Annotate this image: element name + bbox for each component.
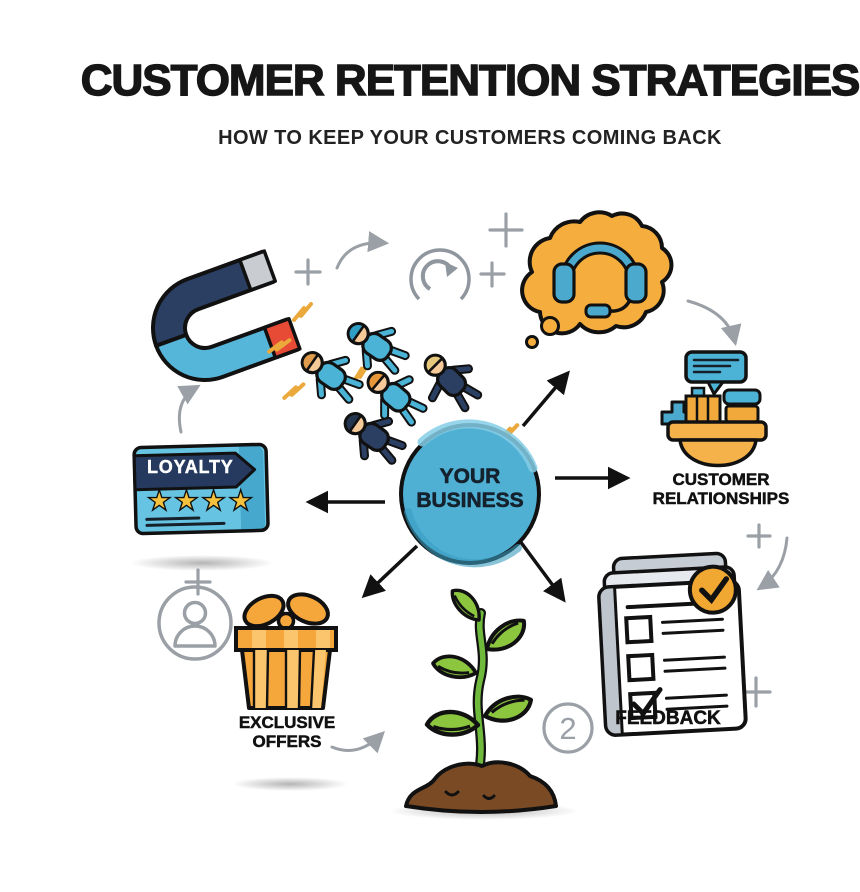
sprout-plant-icon (404, 588, 558, 814)
customer-retention-infographic: CUSTOMER RETENTION STRATEGIES HOW TO KEE… (40, 16, 860, 876)
seal-check (699, 576, 730, 605)
loyalty-banner (132, 451, 257, 492)
step-2-badge-circle (542, 702, 594, 754)
lightning-icon (282, 382, 306, 400)
customer-relationships-line2: RELATIONSHIPS (652, 489, 790, 509)
exclusive-offers-line2: OFFERS (252, 732, 322, 752)
plus-decorations (184, 212, 772, 708)
chat-basket-icon (660, 350, 768, 468)
arrow-to-feedback (515, 535, 566, 603)
lightning-icon (351, 361, 371, 384)
speech-tail (706, 380, 725, 396)
center-arrows (305, 370, 631, 603)
card-lines (145, 516, 226, 527)
checkbox-check (631, 687, 663, 718)
headset-icon (552, 241, 648, 319)
magnet-icon (151, 249, 302, 382)
center-circle (399, 419, 541, 568)
plus-icon (294, 258, 322, 286)
arrow-to-support (521, 370, 570, 428)
loyalty-stars: ★★★★ (146, 484, 256, 516)
exclusive-offers-label: EXCLUSIVE OFFERS (217, 713, 357, 752)
page-subtitle: HOW TO KEEP YOUR CUSTOMERS COMING BACK (218, 127, 722, 149)
plus-icon (479, 261, 506, 288)
gift-box-icon (234, 592, 338, 710)
infographic-artwork (130, 210, 789, 820)
loyalty-card-label: LOYALTY (147, 457, 234, 477)
step-2-badge: 2 (559, 711, 577, 746)
customer-relationships-label: CUSTOMER RELATIONSHIPS (636, 470, 806, 509)
arrow-to-offers (361, 544, 419, 599)
feedback-label: FEEDBACK (615, 708, 721, 729)
check-seal (687, 564, 738, 615)
refresh-cycle-icon (409, 248, 471, 301)
plus-icon (488, 212, 524, 248)
checklist-clipboard-icon (597, 551, 748, 737)
person-figure (423, 353, 483, 413)
plus-icon (746, 523, 772, 549)
bubble-dot (540, 316, 560, 336)
people-group-icon (300, 322, 483, 465)
plus-icon (740, 676, 772, 708)
loyalty-card-icon (132, 442, 270, 536)
bubble-dot (525, 335, 539, 349)
checkboxes (624, 614, 658, 721)
person-figure (300, 351, 364, 404)
center-node-label: YOUR BUSINESS (385, 465, 555, 512)
user-circle-icon (157, 585, 233, 661)
flow-arrows (177, 231, 789, 754)
person-figure (366, 370, 428, 427)
plus-icon (184, 568, 212, 596)
customer-relationships-line1: CUSTOMER (672, 470, 770, 490)
center-node-line2: BUSINESS (416, 488, 524, 512)
curved-arrow-bubble-to-relationships (686, 299, 742, 347)
center-node-line1: YOUR (439, 465, 501, 489)
person-figure (346, 322, 410, 375)
curved-arrow-offers-to-plant (330, 731, 385, 754)
headset-thought-bubble-icon (520, 210, 674, 349)
page-title: CUSTOMER RETENTION STRATEGIES (80, 55, 860, 105)
soil-mound (404, 760, 558, 814)
curved-arrow-loyalty-to-magnet (177, 384, 201, 434)
exclusive-offers-line1: EXCLUSIVE (238, 713, 336, 733)
curved-arrow-relationships-to-feedback (756, 536, 789, 591)
person-figure (343, 412, 407, 465)
checklist-lines (660, 617, 729, 711)
curved-arrow-magnet-to-refresh (335, 231, 390, 270)
lightning-icon (292, 302, 313, 322)
lightning-icon (267, 338, 292, 354)
